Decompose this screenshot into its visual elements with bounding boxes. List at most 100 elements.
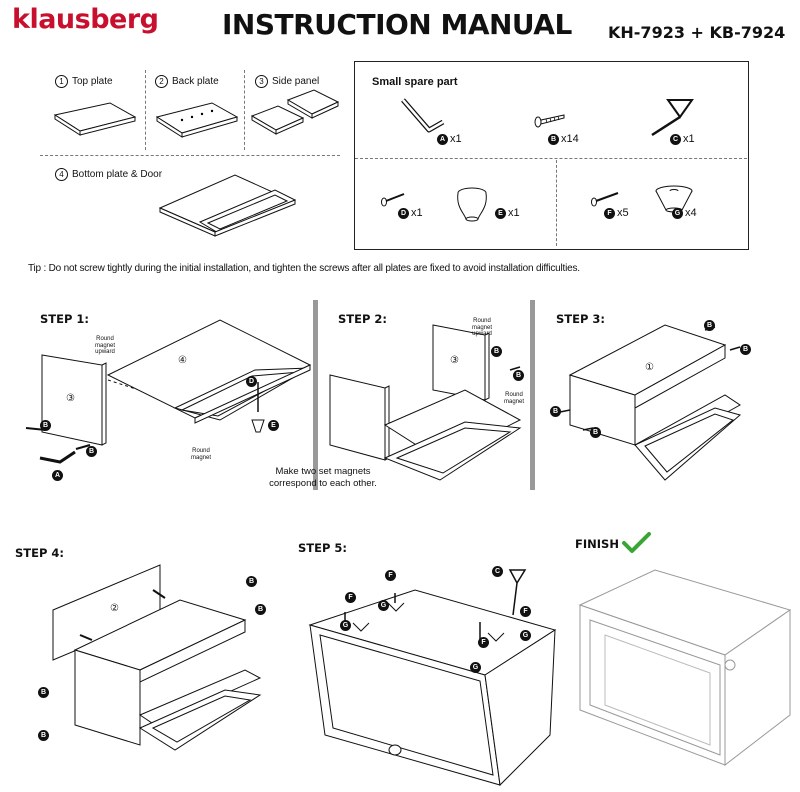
- step-4-label: STEP 4:: [15, 546, 65, 560]
- bottom-plate-door-drawing: [158, 174, 297, 237]
- part-letter-badge: B: [704, 320, 715, 331]
- part-letter-badge: F: [385, 570, 396, 581]
- magnets-instruction: Make two set magnets correspond to each …: [268, 466, 378, 490]
- part-label: Back plate: [172, 76, 219, 87]
- step-5-callout-f: F: [520, 606, 531, 617]
- divider: [556, 160, 557, 246]
- part-letter-badge: B: [86, 446, 97, 457]
- magnets-text-line: correspond to each other.: [269, 478, 377, 489]
- part-side-panel-label: 3 Side panel: [255, 75, 319, 88]
- part-letter-badge: B: [38, 687, 49, 698]
- part-letter-badge: D: [398, 207, 409, 219]
- part-letter-badge: B: [40, 420, 51, 431]
- step-1-callout-b: B: [40, 420, 51, 431]
- step-1-label: STEP 1:: [40, 312, 90, 326]
- step-2-callout-b: B: [491, 346, 502, 357]
- spare-item-a: A x1: [437, 133, 462, 145]
- part-letter-badge: B: [246, 576, 257, 587]
- step-3-callout-b: B: [550, 406, 561, 417]
- step-1-callout-e: E: [268, 420, 279, 431]
- part-letter-badge: A: [52, 470, 63, 481]
- step-2-illustration: [329, 324, 522, 481]
- part-top-plate-label: 1 Top plate: [55, 75, 113, 88]
- t-handle-key-icon: [651, 99, 694, 137]
- step-3-callout-b: B: [704, 320, 715, 331]
- part-letter-badge: B: [491, 346, 502, 357]
- top-plate-drawing: [53, 102, 137, 136]
- part-letter-badge: B: [548, 133, 559, 145]
- part-back-plate-label: 2 Back plate: [155, 75, 219, 88]
- part-letter-badge: G: [378, 600, 389, 611]
- part-qty: x4: [685, 207, 697, 219]
- step-5-callout-g: G: [378, 600, 389, 611]
- checkmark-icon: [622, 532, 651, 553]
- step-separator: [313, 300, 318, 490]
- divider: [244, 70, 245, 150]
- part-letter-badge: A: [437, 133, 448, 145]
- part-letter-badge: B: [550, 406, 561, 417]
- step-5-callout-g: G: [520, 630, 531, 641]
- step-1-illustration: [25, 319, 312, 464]
- step-4-callout-b: B: [246, 576, 257, 587]
- spare-item-e: E x1: [495, 207, 520, 219]
- part-letter-badge: B: [255, 604, 266, 615]
- step-4-illustration: [52, 564, 262, 751]
- step-4-callout-b: B: [255, 604, 266, 615]
- diagram-number: ④: [178, 355, 187, 366]
- part-letter-badge: F: [520, 606, 531, 617]
- part-letter-badge: B: [590, 427, 601, 438]
- part-qty: x1: [683, 133, 695, 145]
- part-label: Bottom plate & Door: [72, 169, 163, 180]
- part-letter-badge: B: [740, 344, 751, 355]
- finish-illustration: [578, 569, 792, 767]
- diagram-number: ③: [66, 393, 75, 404]
- step-5-callout-f: F: [345, 592, 356, 603]
- step-3-illustration: [559, 324, 742, 481]
- installation-tip: Tip : Do not screw tightly during the in…: [28, 263, 580, 274]
- spare-item-c: C x1: [670, 133, 695, 145]
- finish-label: FINISH: [575, 537, 619, 551]
- screw-f-icon: [591, 192, 619, 207]
- spare-parts-box: [354, 61, 749, 250]
- part-letter-badge: B: [38, 730, 49, 741]
- spare-item-g: G x4: [672, 207, 697, 219]
- part-letter-badge: F: [604, 207, 615, 219]
- round-magnet-note: Round magnet: [503, 392, 524, 405]
- step-3-callout-b: B: [590, 427, 601, 438]
- step-2-label: STEP 2:: [338, 312, 388, 326]
- spare-item-f: F x5: [604, 207, 629, 219]
- back-plate-drawing: [155, 102, 239, 138]
- step-separator: [530, 300, 535, 490]
- part-letter-badge: C: [492, 566, 503, 577]
- part-number-badge: 2: [155, 75, 168, 88]
- round-magnet-upward-note: Round magnet upward: [471, 318, 492, 337]
- page-title: INSTRUCTION MANUAL: [222, 8, 572, 41]
- brand-logo: klausberg: [12, 4, 159, 35]
- part-bottom-plate-label: 4 Bottom plate & Door: [55, 168, 162, 181]
- round-magnet-note: Round magnet: [190, 448, 211, 461]
- step-5-callout-f: F: [478, 637, 489, 648]
- part-letter-badge: F: [345, 592, 356, 603]
- step-5-label: STEP 5:: [298, 541, 348, 555]
- part-label: Side panel: [272, 76, 320, 87]
- part-number-badge: 4: [55, 168, 68, 181]
- spare-parts-title: Small spare part: [372, 76, 458, 88]
- diagram-number: ③: [450, 355, 459, 366]
- model-number: KH-7923 + KB-7924: [608, 23, 786, 42]
- part-qty: x14: [561, 133, 579, 145]
- diagram-number: ②: [110, 603, 119, 614]
- part-number-badge: 1: [55, 75, 68, 88]
- spare-item-b: B x14: [548, 133, 579, 145]
- step-4-callout-b: B: [38, 687, 49, 698]
- part-letter-badge: E: [495, 207, 506, 219]
- magnets-text-line: Make two set magnets: [275, 466, 371, 477]
- part-letter-badge: G: [340, 620, 351, 631]
- part-letter-badge: C: [670, 133, 681, 145]
- diagram-number: ①: [645, 362, 654, 373]
- part-qty: x1: [411, 207, 423, 219]
- step-2-callout-b: B: [513, 370, 524, 381]
- part-letter-badge: F: [478, 637, 489, 648]
- part-letter-badge: B: [513, 370, 524, 381]
- side-panel-drawing: [250, 89, 340, 135]
- step-1-callout-b: B: [86, 446, 97, 457]
